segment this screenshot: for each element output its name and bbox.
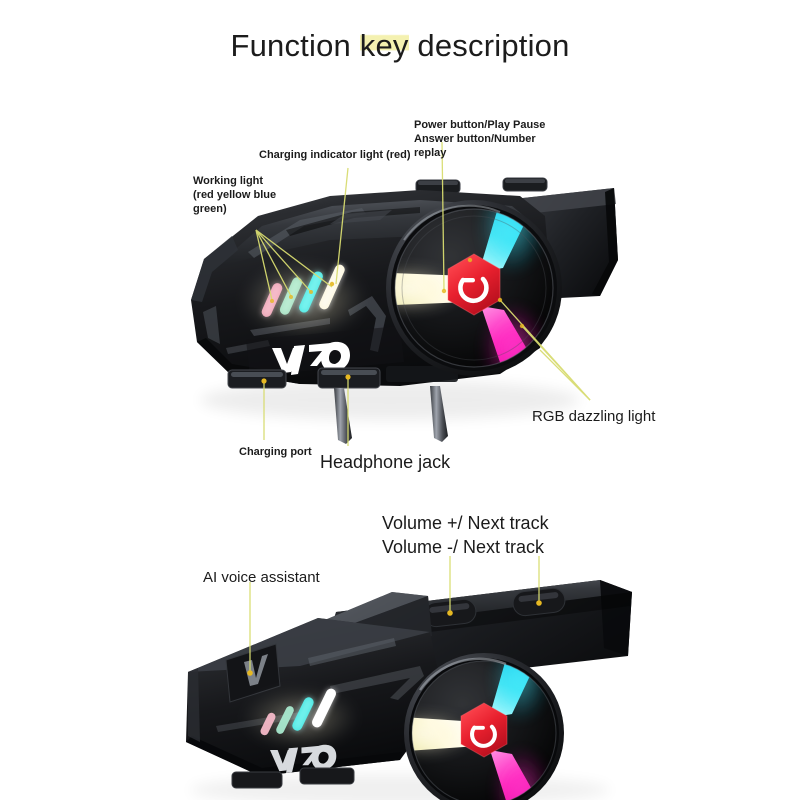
- top-device-top-button-right-highlight: [505, 179, 545, 183]
- annotation-power-button: Power button/Play Pause Answer button/Nu…: [414, 119, 546, 159]
- bottom-device-headphone-jack[interactable]: [299, 767, 355, 785]
- top-device-groove-3: [330, 210, 392, 224]
- annotation-ai-voice-assistant: AI voice assistant: [203, 569, 320, 586]
- mount-leg-right: [430, 386, 448, 442]
- page-title-pre: Function: [230, 28, 360, 63]
- top-device-top-button-left-highlight: [418, 181, 458, 185]
- dot-led-blue: [309, 290, 313, 294]
- bottom-arm-white-glow: [412, 712, 474, 756]
- top-device-logo: [272, 341, 350, 375]
- bottom-power-button-hex: [460, 702, 508, 758]
- annotation-rgb-dazzling-light: RGB dazzling light: [532, 408, 656, 425]
- dot-rgb-1: [497, 297, 503, 303]
- power-icon: [470, 724, 497, 748]
- led-green: [276, 706, 294, 734]
- annotation-volume-up: Volume +/ Next track: [382, 513, 549, 533]
- annotation-volume-down: Volume -/ Next track: [382, 537, 545, 557]
- dot-led-green: [289, 295, 293, 299]
- bottom-device-engraving-2: [330, 666, 424, 700]
- bottom-device-charging-port[interactable]: [231, 771, 283, 789]
- top-device-left-facet: [191, 236, 238, 302]
- bottom-device-engraving-1: [308, 638, 396, 666]
- bottom-power-button[interactable]: [460, 702, 508, 758]
- leader-dots: [247, 257, 542, 676]
- top-power-button-hex: [447, 253, 501, 316]
- leader-working-light: [255, 229, 333, 301]
- dot-headphone-jack: [345, 374, 351, 380]
- leader-lines: [249, 141, 591, 672]
- leader-power-button: [441, 141, 445, 291]
- bottom-device-hinge-top: [320, 592, 428, 624]
- dot-led-red: [270, 299, 274, 303]
- top-device-lower-rail: [386, 366, 458, 382]
- dot-rgb-2: [519, 323, 525, 329]
- dot-charging-port: [261, 378, 267, 384]
- annotation-headphone-jack: Headphone jack: [320, 452, 451, 472]
- top-device-side-vent: [203, 306, 220, 344]
- annotation-charging-indicator-light: Charging indicator light (red): [259, 149, 411, 161]
- top-device-illustration: [191, 177, 618, 444]
- power-icon: [458, 276, 489, 304]
- bottom-device-logo: [270, 744, 337, 773]
- page-title-post: description: [408, 28, 570, 63]
- top-device-shadow: [200, 380, 580, 420]
- top-dial-arc-2: [401, 215, 547, 361]
- top-dial-highlight-arc: [403, 204, 501, 241]
- dot-rgb-3: [467, 257, 473, 263]
- dot-ai-voice: [247, 670, 253, 676]
- top-device-right-wing-shade: [592, 188, 618, 296]
- leader-rgb-light: [499, 299, 591, 401]
- bottom-dial-highlight-arc: [419, 657, 507, 691]
- page-title-highlight: key: [359, 28, 409, 63]
- leader-charging-indicator: [335, 167, 349, 285]
- top-arm-magenta-glow: [482, 304, 546, 367]
- top-power-button[interactable]: [447, 253, 501, 316]
- bottom-rgb-module: [404, 653, 564, 800]
- charging-port-highlight: [231, 372, 283, 377]
- bottom-device-left-end: [188, 668, 200, 742]
- bottom-arm-magenta-glow: [494, 748, 550, 800]
- dot-power: [441, 288, 447, 294]
- dot-volume-down: [536, 600, 542, 606]
- headphone-jack-highlight: [321, 370, 377, 375]
- bottom-device-front-bottom-shade: [186, 736, 402, 776]
- bottom-device-right-end: [600, 580, 632, 656]
- led-red: [260, 712, 276, 736]
- top-dial-arc-1: [394, 208, 554, 368]
- bottom-dial-arc-1: [411, 660, 557, 800]
- bottom-device-illustration: [186, 580, 632, 800]
- dot-indicator: [329, 281, 335, 287]
- page-title: Function key description: [0, 28, 800, 64]
- top-arm-white-glow: [395, 265, 464, 313]
- annotation-working-light: Working light (red yellow blue green): [193, 175, 277, 215]
- annotation-charging-port: Charging port: [239, 446, 312, 458]
- bottom-device-working-lights: [260, 688, 337, 736]
- bottom-arm-cyan-glow: [492, 661, 548, 722]
- bottom-device-top-seam: [368, 592, 632, 640]
- top-device-groove-1: [248, 208, 366, 258]
- dot-volume-up: [447, 610, 453, 616]
